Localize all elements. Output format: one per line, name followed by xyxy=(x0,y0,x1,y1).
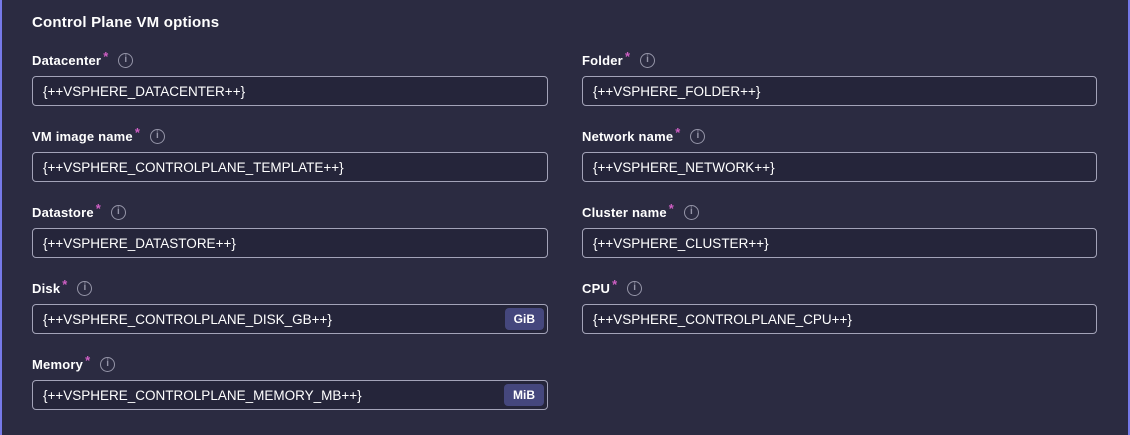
required-asterisk: * xyxy=(675,124,681,140)
label-row: Memory * i xyxy=(32,352,548,372)
label-row: Folder * i xyxy=(582,48,1097,68)
label-row: Network name * i xyxy=(582,124,1097,144)
field-label: Cluster name xyxy=(582,204,667,220)
input-wrap xyxy=(582,304,1097,334)
unit-badge-gib: GiB xyxy=(504,308,544,330)
form-column-right: Folder * i Network name * i xyxy=(582,48,1097,432)
info-icon[interactable]: i xyxy=(640,52,655,68)
input-wrap xyxy=(582,152,1097,182)
panel-right-accent-border xyxy=(1128,0,1130,435)
input-wrap xyxy=(32,228,548,258)
network-name-input[interactable] xyxy=(582,152,1097,182)
required-asterisk: * xyxy=(85,352,91,368)
label-row: Disk * i xyxy=(32,276,548,296)
input-wrap: GiB xyxy=(32,304,548,334)
label-row: CPU * i xyxy=(582,276,1097,296)
info-icon[interactable]: i xyxy=(627,280,643,296)
required-asterisk: * xyxy=(62,276,68,292)
form-column-left: Datacenter * i VM image name * i xyxy=(32,48,548,432)
folder-input[interactable] xyxy=(582,76,1097,106)
label-row: Datastore * i xyxy=(32,200,548,220)
cluster-name-input[interactable] xyxy=(582,228,1097,258)
field-disk: Disk * i GiB xyxy=(32,276,548,334)
form-columns: Datacenter * i VM image name * i xyxy=(32,48,1097,432)
input-wrap: MiB xyxy=(32,380,548,410)
required-asterisk: * xyxy=(668,200,674,216)
label-row: VM image name * i xyxy=(32,124,548,144)
info-icon[interactable]: i xyxy=(110,204,126,220)
section-title: Control Plane VM options xyxy=(32,14,220,31)
info-icon[interactable]: i xyxy=(100,356,116,372)
field-cpu: CPU * i xyxy=(582,276,1097,334)
field-vm-image-name: VM image name * i xyxy=(32,124,548,182)
input-wrap xyxy=(32,152,548,182)
cpu-input[interactable] xyxy=(582,304,1097,334)
panel-left-accent-border xyxy=(0,0,2,435)
datastore-input[interactable] xyxy=(32,228,548,258)
field-label: Disk xyxy=(32,280,61,296)
input-wrap xyxy=(32,76,548,106)
info-icon[interactable]: i xyxy=(118,52,134,68)
unit-badge-mib: MiB xyxy=(504,384,544,406)
field-label: Folder xyxy=(582,52,623,68)
required-asterisk: * xyxy=(624,48,630,64)
vm-image-name-input[interactable] xyxy=(32,152,548,182)
field-label: Memory xyxy=(32,356,84,372)
field-cluster-name: Cluster name * i xyxy=(582,200,1097,258)
required-asterisk: * xyxy=(103,48,109,64)
label-row: Cluster name * i xyxy=(582,200,1097,220)
disk-input[interactable] xyxy=(32,304,548,334)
info-icon[interactable]: i xyxy=(149,128,165,144)
field-folder: Folder * i xyxy=(582,48,1097,106)
input-wrap xyxy=(582,228,1097,258)
datacenter-input[interactable] xyxy=(32,76,548,106)
label-row: Datacenter * i xyxy=(32,48,548,68)
field-datastore: Datastore * i xyxy=(32,200,548,258)
field-label: VM image name xyxy=(32,128,133,144)
input-wrap xyxy=(582,76,1097,106)
field-network-name: Network name * i xyxy=(582,124,1097,182)
field-datacenter: Datacenter * i xyxy=(32,48,548,106)
required-asterisk: * xyxy=(134,124,140,140)
info-icon[interactable]: i xyxy=(690,128,706,144)
info-icon[interactable]: i xyxy=(77,280,93,296)
field-label: CPU xyxy=(582,280,611,296)
field-memory: Memory * i MiB xyxy=(32,352,548,410)
info-icon[interactable]: i xyxy=(683,204,699,220)
field-label: Datastore xyxy=(32,204,94,220)
required-asterisk: * xyxy=(612,276,618,292)
field-label: Datacenter xyxy=(32,52,102,68)
required-asterisk: * xyxy=(95,200,101,216)
memory-input[interactable] xyxy=(32,380,548,410)
field-label: Network name xyxy=(582,128,674,144)
